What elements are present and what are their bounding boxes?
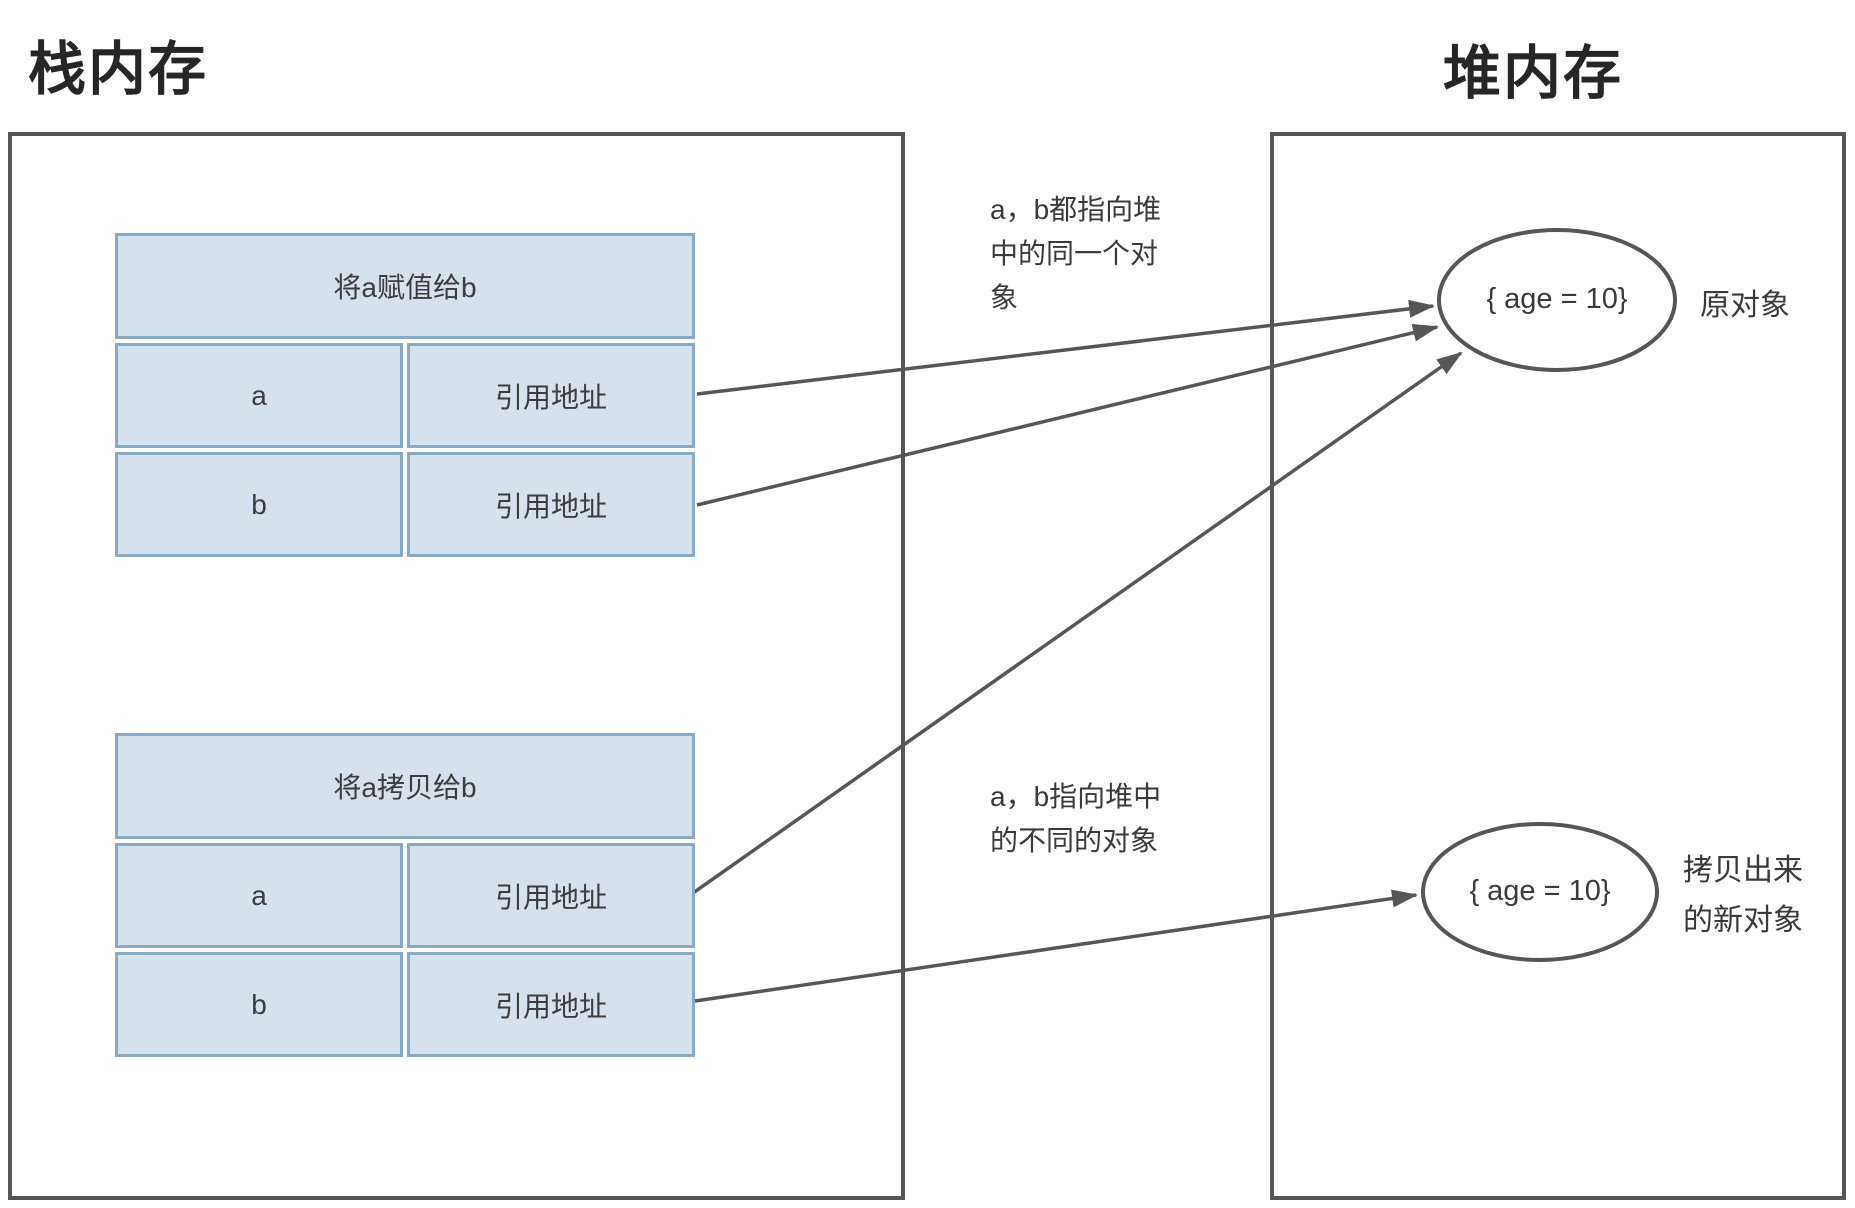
assign-row-b-name: b <box>115 452 403 557</box>
original-object-value: { age = 10} <box>1486 283 1628 315</box>
original-object-label: 原对象 <box>1700 289 1790 322</box>
copy-row-a-value: 引用地址 <box>407 843 695 948</box>
copy-row-b-name: b <box>115 952 403 1057</box>
annotation-same-object-line1: a，b都指向堆 <box>990 194 1162 225</box>
assign-table: 将a赋值给b a 引用地址 b 引用地址 <box>115 233 695 557</box>
assign-row-a-name: a <box>115 343 403 448</box>
copied-object-value: { age = 10} <box>1469 875 1611 907</box>
heap-memory-title: 堆内存 <box>1443 41 1624 106</box>
annotation-different-objects: a，b指向堆中 的不同的对象 <box>990 775 1161 863</box>
copy-table: 将a拷贝给b a 引用地址 b 引用地址 <box>115 733 695 1057</box>
copy-table-header: 将a拷贝给b <box>115 733 695 839</box>
copy-row-a-name: a <box>115 843 403 948</box>
annotation-different-objects-line2: 的不同的对象 <box>990 825 1159 856</box>
annotation-same-object: a，b都指向堆 中的同一个对 象 <box>990 188 1161 320</box>
assign-row-a-value: 引用地址 <box>407 343 695 448</box>
stack-memory-title: 栈内存 <box>28 37 209 102</box>
copy-row-b-value: 引用地址 <box>407 952 695 1057</box>
copied-object-label-line1: 拷贝出来 <box>1683 854 1803 887</box>
annotation-different-objects-line1: a，b指向堆中 <box>990 781 1162 812</box>
annotation-same-object-line2: 中的同一个对 <box>990 238 1159 269</box>
assign-row-b-value: 引用地址 <box>407 452 695 557</box>
copied-object-label-line2: 的新对象 <box>1683 904 1803 937</box>
assign-table-header: 将a赋值给b <box>115 233 695 339</box>
annotation-same-object-line3: 象 <box>990 282 1019 313</box>
copied-object-label: 拷贝出来 的新对象 <box>1683 846 1803 946</box>
